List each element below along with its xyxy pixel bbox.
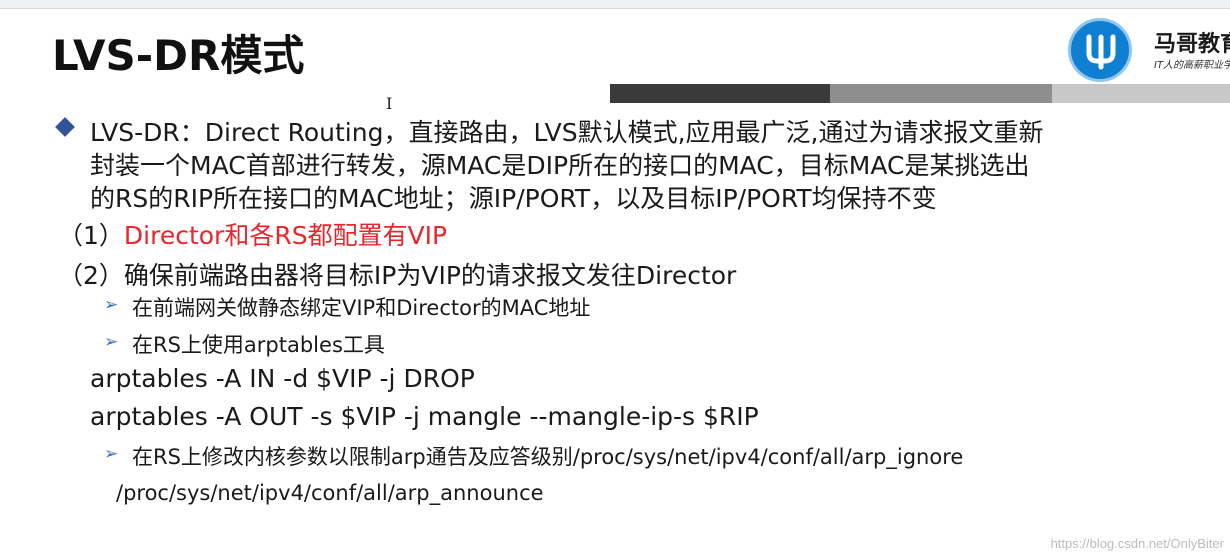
item2: （2）确保前端路由器将目标IP为VIP的请求报文发往Director bbox=[58, 256, 736, 292]
logo-name: 马哥教育 bbox=[1154, 32, 1230, 57]
arrow-bullet-icon: ➢ bbox=[104, 332, 119, 352]
header-bar-light bbox=[1052, 84, 1230, 103]
header-bar-dark bbox=[610, 84, 830, 103]
top-border bbox=[0, 0, 1230, 9]
arrow-bullet-icon: ➢ bbox=[104, 295, 119, 315]
logo-mark-icon bbox=[1068, 18, 1132, 82]
sub3-line1: 在RS上修改内核参数以限制arp通告及应答级别/proc/sys/net/ipv… bbox=[132, 445, 964, 469]
diamond-bullet-icon bbox=[55, 117, 75, 137]
item1: （1）Director和各RS都配置有VIP bbox=[58, 216, 447, 252]
command-line-1: arptables -A IN -d $VIP -j DROP bbox=[90, 364, 475, 393]
arrow-bullet-icon: ➢ bbox=[104, 444, 119, 464]
bullet1-line1: LVS-DR：Direct Routing，直接路由，LVS默认模式,应用最广泛… bbox=[90, 118, 1044, 147]
brand-logo: 马哥教育 IT人的高薪职业学院 bbox=[1068, 18, 1230, 82]
item2-text: 确保前端路由器将目标IP为VIP的请求报文发往Director bbox=[123, 261, 737, 290]
watermark: https://blog.csdn.net/OnlyBiter bbox=[1050, 536, 1224, 551]
item2-prefix: （2） bbox=[58, 261, 124, 290]
logo-slogan: IT人的高薪职业学院 bbox=[1154, 60, 1230, 71]
command-line-2: arptables -A OUT -s $VIP -j mangle --man… bbox=[90, 402, 759, 431]
item1-text: Director和各RS都配置有VIP bbox=[123, 221, 448, 250]
sub3-line2: /proc/sys/net/ipv4/conf/all/arp_announce bbox=[116, 481, 544, 505]
bullet1-line3: 的RS的RIP所在接口的MAC地址；源IP/PORT，以及目标IP/PORT均保… bbox=[90, 184, 937, 213]
text-cursor-icon: I bbox=[386, 94, 393, 113]
item1-prefix: （1） bbox=[58, 221, 124, 250]
bullet1-line2: 封装一个MAC首部进行转发，源MAC是DIP所在的接口的MAC，目标MAC是某挑… bbox=[90, 151, 1030, 180]
header-bar-mid bbox=[830, 84, 1052, 103]
sub2: 在RS上使用arptables工具 bbox=[132, 333, 385, 357]
slide-title: LVS-DR模式 bbox=[52, 31, 305, 80]
sub1: 在前端网关做静态绑定VIP和Director的MAC地址 bbox=[132, 296, 591, 320]
